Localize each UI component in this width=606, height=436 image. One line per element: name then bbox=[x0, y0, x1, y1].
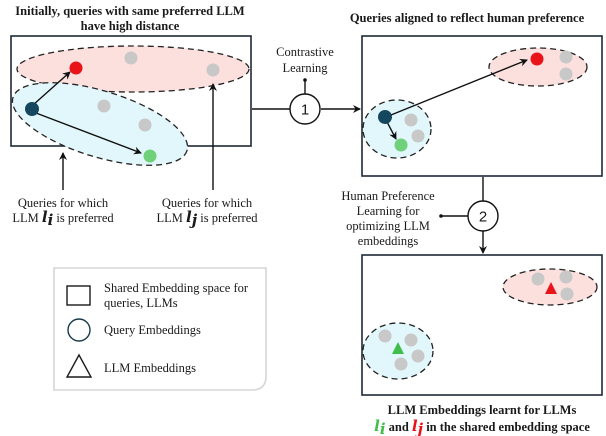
annotation-llm-i-line1: Queries for which bbox=[18, 196, 109, 210]
aligned-embedding-space bbox=[361, 35, 603, 177]
annotation-llm-i-line2: LLM li is preferred bbox=[12, 208, 114, 229]
step1-label-line2: Learning bbox=[282, 61, 328, 75]
query-embedding-dot bbox=[560, 287, 574, 301]
anchor-query-dot bbox=[378, 110, 392, 124]
query-embedding-dot bbox=[559, 270, 573, 284]
step1-label-line1: Contrastive bbox=[276, 45, 334, 59]
connector-dot bbox=[439, 214, 443, 218]
query-embedding-dot bbox=[411, 129, 425, 143]
query-embedding-dot bbox=[394, 357, 408, 371]
step2-label-line1: Human Preference bbox=[341, 189, 435, 203]
annotation-llm-j-line2: LLM lj is preferred bbox=[156, 208, 258, 229]
distance-arrow bbox=[32, 71, 71, 106]
query-dot-llm-j bbox=[69, 61, 83, 75]
triangle-icon bbox=[65, 353, 93, 378]
query-embedding-dot bbox=[404, 113, 418, 127]
aligned-panel-title: Queries aligned to reflect human prefere… bbox=[350, 11, 585, 25]
step2-label-line4: embeddings bbox=[358, 234, 419, 248]
query-dot-llm-i bbox=[394, 138, 408, 152]
legend-item-query-embeddings: Query Embeddings bbox=[104, 323, 201, 337]
legend-item-space-line1: Shared Embedding space for bbox=[104, 281, 249, 295]
step2-label-line3: optimizing LLM bbox=[346, 219, 430, 233]
query-embedding-dot bbox=[411, 349, 425, 363]
anchor-query-dot bbox=[25, 102, 39, 116]
connector-dot bbox=[303, 78, 307, 82]
query-embedding-dot bbox=[531, 272, 545, 286]
learnt-panel-title-line1: LLM Embeddings learnt for LLMs bbox=[388, 403, 577, 417]
initial-cluster-llm-i bbox=[11, 82, 189, 166]
query-embedding-dot bbox=[138, 118, 152, 132]
query-embedding-dot bbox=[378, 329, 392, 343]
step1-number: 1 bbox=[301, 102, 309, 119]
step2-label-line2: Learning for bbox=[357, 204, 421, 218]
query-embedding-dot bbox=[404, 333, 418, 347]
query-embedding-dot bbox=[559, 50, 573, 64]
legend-item-llm-embeddings: LLM Embeddings bbox=[104, 361, 196, 375]
query-embedding-dot bbox=[97, 99, 111, 113]
query-embedding-dot bbox=[206, 63, 220, 77]
legend-item-space-line2: queries, LLMs bbox=[104, 296, 178, 310]
distance-arrow bbox=[35, 112, 142, 155]
llm-j-embedding-triangle bbox=[545, 282, 557, 294]
learnt-panel-title-line2: li and lj in the shared embedding space bbox=[374, 417, 590, 436]
legend: Shared Embedding space for queries, LLMs… bbox=[53, 267, 267, 391]
circle-icon bbox=[67, 318, 91, 342]
query-embedding-dot bbox=[124, 51, 138, 65]
step2-number: 2 bbox=[479, 209, 487, 226]
annotation-llm-j-line1: Queries for which bbox=[162, 196, 253, 210]
query-embedding-dot bbox=[559, 67, 573, 81]
initial-cluster-llm-j bbox=[16, 45, 250, 93]
square-icon bbox=[66, 285, 91, 306]
query-dot-llm-i bbox=[143, 149, 157, 163]
query-dot-llm-j bbox=[530, 52, 544, 66]
legend-box bbox=[53, 267, 267, 391]
llm-i-embedding-triangle bbox=[392, 342, 404, 354]
learnt-embedding-space bbox=[361, 254, 603, 396]
initial-embedding-space bbox=[10, 35, 252, 166]
initial-panel-title-line2: have high distance bbox=[81, 19, 180, 33]
aligned-arrow bbox=[385, 58, 528, 118]
initial-panel-title-line1: Initially, queries with same preferred L… bbox=[15, 4, 245, 18]
